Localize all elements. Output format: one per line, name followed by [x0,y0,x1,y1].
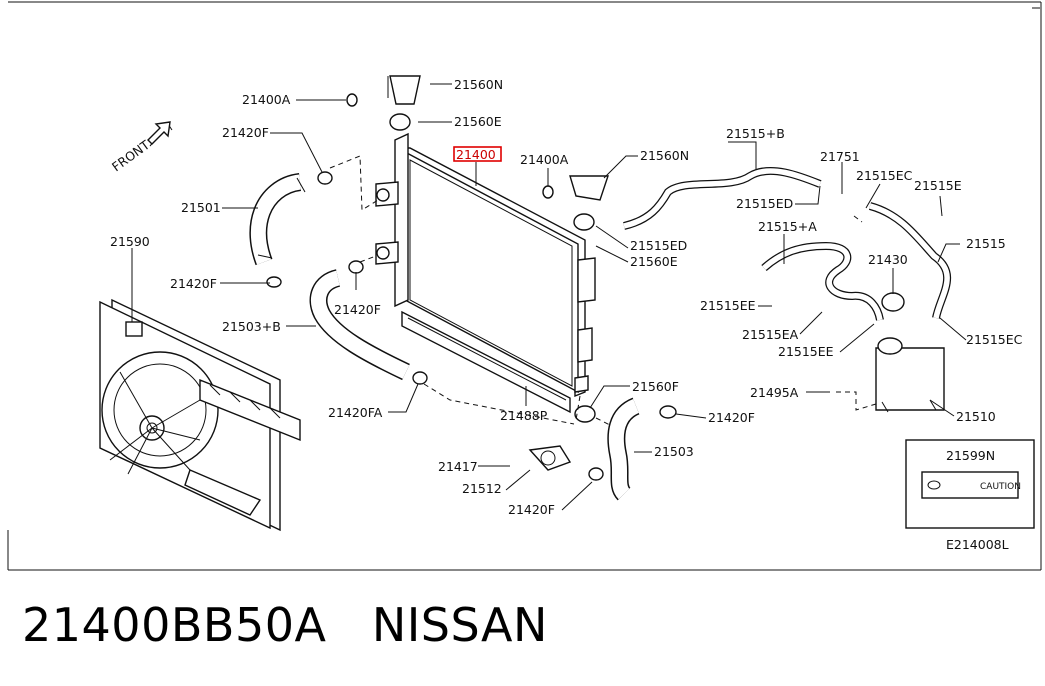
caution-label-box: 21599N CAUTION [905,439,1035,529]
part-label: 21515+B [726,126,785,141]
part-label: 21503+B [222,319,281,334]
part-label: 21515 [966,236,1006,251]
part-label: 21560N [454,77,503,92]
dashed-connectors [329,155,877,427]
part-label: 21515ED [736,196,793,211]
part-label: 21501 [181,200,221,215]
label-box-caution: CAUTION [980,482,1021,492]
diagram-frame [7,1,1042,571]
fan-shroud [99,298,301,532]
label-box-part: 21599N [946,448,995,463]
highlight-box [453,146,502,162]
part-label: 21515EC [966,332,1023,347]
part-label: 21420F [170,276,217,291]
part-labels: 21560N 21400A 21560E 21420F 21400 21400A… [110,77,1023,517]
part-label: 21751 [820,149,860,164]
part-label: 21515E [914,178,962,193]
radiator-core [375,132,596,414]
front-label: FRONT [109,137,153,174]
part-label: 21590 [110,234,150,249]
part-label: 21495A [750,385,799,400]
part-label: 21515EE [700,298,756,313]
part-label: 21400A [242,92,291,107]
hose-clamps [266,171,677,481]
mount-brackets [346,75,609,471]
caption-brand: NISSAN [371,598,548,652]
part-label: 21420F [508,502,555,517]
part-label: 21560N [640,148,689,163]
part-label: 21420F [222,125,269,140]
part-label: 21503 [654,444,694,459]
part-label: 21515EC [856,168,913,183]
part-label: 21515EA [742,327,799,342]
part-label: 21430 [868,252,908,267]
part-label: 21515EE [778,344,834,359]
part-label: 21515+A [758,219,817,234]
caption-part-number: 21400BB50A [22,598,327,652]
reservoir-tank [875,292,945,413]
part-label-highlighted: 21400 [456,147,496,162]
part-label: 21512 [462,481,502,496]
part-caption: 21400BB50A NISSAN [22,598,548,652]
part-label: 21510 [956,409,996,424]
part-label: 21560E [630,254,678,269]
front-arrow-icon [147,121,173,147]
part-label: 21560F [632,379,679,394]
leader-lines [131,83,967,511]
part-label: 21560E [454,114,502,129]
part-label: 21417 [438,459,478,474]
part-label: 21420F [334,302,381,317]
part-label: 21420FA [328,405,383,420]
part-label: 21515ED [630,238,687,253]
diagram-code: E214008L [946,537,1009,552]
part-label: 21420F [708,410,755,425]
part-label: 21400A [520,152,569,167]
part-label: 21488P [500,408,548,423]
